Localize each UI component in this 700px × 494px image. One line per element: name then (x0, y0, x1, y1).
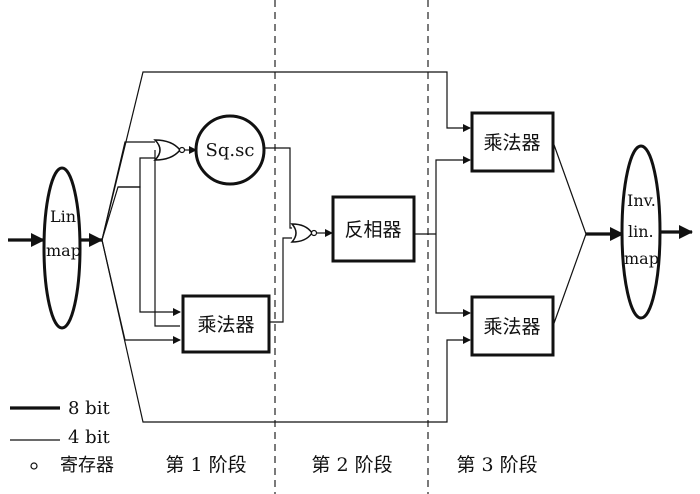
sq-sc-label: Sq.sc (206, 140, 255, 161)
bypass-bottom-wire (101, 239, 471, 423)
wire-to-gate1-a (101, 141, 155, 241)
legend-register-label: 寄存器 (60, 455, 114, 476)
inverter-box (331, 195, 416, 263)
multiplier-stage1-box (181, 294, 271, 354)
wire-sqsc-to-gate2 (264, 147, 292, 229)
inv-lin-map-label-line2: lin. (628, 222, 654, 241)
multiplier-stage1-label: 乘法器 (197, 314, 254, 336)
register-gate-1 (153, 139, 181, 161)
multiplier-stage3-bottom-label: 乘法器 (483, 316, 540, 338)
wire-mult1-to-gate2 (270, 237, 292, 323)
lin-map-label-line1: Lin. (50, 207, 81, 226)
legend-register-icon (30, 462, 38, 470)
wire-to-mult3-top (435, 156, 471, 234)
inv-lin-map-label-line3: map (624, 249, 659, 268)
inverter-label: 反相器 (344, 219, 401, 241)
lin-map-ellipse (42, 166, 82, 330)
wire-gate1-loop (154, 150, 180, 327)
wire-to-mult1-a (118, 186, 181, 316)
multiplier-stage3-top-label: 乘法器 (483, 132, 540, 154)
stage-3-label: 第 3 阶段 (456, 454, 537, 476)
register-gate-2 (290, 223, 313, 243)
inv-lin-map-label-line1: Inv. (627, 191, 656, 210)
register-dot-2 (310, 229, 318, 237)
wire-to-gate1-b (101, 157, 155, 241)
lin-map-label-line2: map (46, 241, 81, 260)
bypass-top-wire (101, 71, 471, 241)
wire-to-mult1-b (101, 239, 181, 344)
stage-2-label: 第 2 阶段 (311, 454, 392, 476)
wire-mult3-bottom-out (552, 233, 587, 327)
stage-1-label: 第 1 阶段 (165, 454, 246, 476)
wire-to-mult3-bottom (435, 234, 471, 317)
sq-sc-circle (194, 114, 266, 186)
legend-4bit-label: 4 bit (68, 427, 110, 448)
register-dot-1 (178, 146, 186, 154)
wire-mult3-top-out (552, 141, 587, 235)
multiplier-stage3-top-box (470, 111, 555, 173)
legend-8bit-label: 8 bit (68, 398, 110, 419)
multiplier-stage3-bottom-box (470, 295, 555, 357)
